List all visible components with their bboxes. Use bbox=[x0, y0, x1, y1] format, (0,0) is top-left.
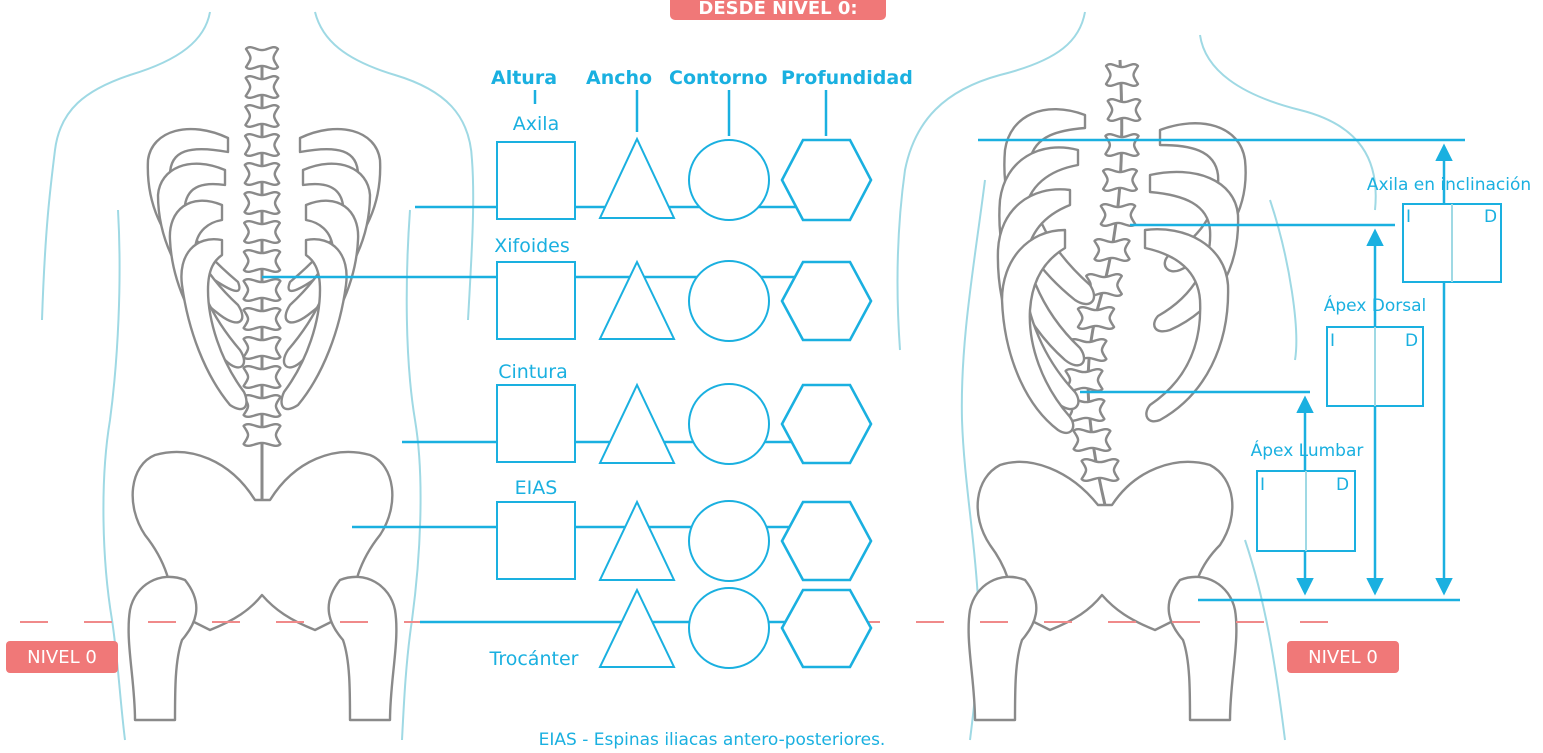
row-trocanter: Trocánter bbox=[420, 588, 871, 670]
header-profundidad: Profundidad bbox=[781, 67, 913, 89]
box-right-label: D bbox=[1336, 475, 1349, 495]
vertebra bbox=[1078, 307, 1114, 329]
vertebra bbox=[246, 47, 278, 69]
ancho-triangle bbox=[600, 502, 674, 580]
vertebra bbox=[245, 134, 279, 156]
label-apex-lumbar: Ápex Lumbar bbox=[1251, 439, 1364, 461]
box-left-label: I bbox=[1330, 331, 1335, 351]
box-left-label: I bbox=[1406, 207, 1411, 227]
level-label-trocanter: Trocánter bbox=[489, 648, 579, 670]
vertebra bbox=[246, 76, 279, 98]
vertebra bbox=[244, 337, 281, 359]
vertebra bbox=[244, 279, 281, 301]
nivel-badge-right: NIVEL 0 bbox=[1287, 641, 1399, 673]
nivel-badge-left: NIVEL 0 bbox=[6, 641, 118, 673]
top-badge-label: DESDE NIVEL 0: bbox=[698, 0, 857, 19]
level-label-xifoides: Xifoides bbox=[494, 235, 570, 257]
vertebra bbox=[245, 192, 280, 214]
vertebra bbox=[1108, 99, 1141, 121]
contorno-circle bbox=[689, 384, 769, 464]
header-contorno: Contorno bbox=[669, 67, 768, 89]
nivel-badge-right-label: NIVEL 0 bbox=[1308, 647, 1378, 668]
vertebra bbox=[244, 366, 281, 388]
profundidad-hexagon bbox=[782, 590, 871, 667]
vertebra bbox=[1103, 169, 1137, 191]
level-label-cintura: Cintura bbox=[498, 361, 568, 383]
label-apex-dorsal: Ápex Dorsal bbox=[1324, 294, 1427, 316]
box-left-label: I bbox=[1260, 475, 1265, 495]
contorno-circle bbox=[689, 261, 769, 341]
altura-square bbox=[497, 262, 575, 339]
row-cintura: Cintura bbox=[402, 361, 871, 464]
vertebra bbox=[1074, 429, 1111, 451]
vertebra bbox=[1082, 459, 1119, 481]
vertebra bbox=[244, 250, 280, 272]
level-label-axila: Axila bbox=[513, 113, 559, 135]
vertebra bbox=[244, 395, 281, 417]
header-altura: Altura bbox=[491, 67, 557, 89]
label-axila-inclinacion: Axila en inclinación bbox=[1367, 175, 1531, 195]
profundidad-hexagon bbox=[782, 140, 871, 220]
vertebra bbox=[1095, 239, 1130, 261]
level-label-eias: EIAS bbox=[515, 477, 558, 499]
row-axila: Axila bbox=[415, 113, 871, 220]
ancho-triangle bbox=[600, 590, 674, 667]
vertebra bbox=[245, 105, 278, 127]
header-ancho: Ancho bbox=[586, 67, 652, 89]
footnote: EIAS - Espinas iliacas antero-posteriore… bbox=[539, 730, 886, 750]
contorno-circle bbox=[689, 140, 769, 220]
profundidad-hexagon bbox=[782, 385, 871, 463]
vertebra bbox=[1105, 134, 1138, 156]
profundidad-hexagon bbox=[782, 502, 871, 580]
profundidad-hexagon bbox=[782, 262, 871, 340]
box-right-label: D bbox=[1484, 207, 1497, 227]
altura-square bbox=[497, 142, 575, 219]
row-eias: EIAS bbox=[352, 477, 871, 581]
box-right-label: D bbox=[1405, 331, 1418, 351]
left-spine bbox=[244, 47, 281, 500]
altura-square bbox=[497, 502, 575, 579]
altura-square bbox=[497, 385, 575, 462]
ancho-triangle bbox=[600, 262, 674, 339]
vertebra bbox=[244, 424, 281, 446]
vertebra bbox=[244, 221, 280, 243]
ancho-triangle bbox=[600, 139, 674, 218]
ancho-triangle bbox=[600, 385, 674, 463]
contorno-circle bbox=[689, 588, 769, 668]
vertebra bbox=[1101, 204, 1135, 226]
top-badge: DESDE NIVEL 0: bbox=[670, 0, 886, 20]
vertebra bbox=[1106, 64, 1138, 86]
vertebra bbox=[244, 308, 281, 330]
nivel-badge-left-label: NIVEL 0 bbox=[27, 647, 97, 668]
vertebra bbox=[245, 163, 279, 185]
contorno-circle bbox=[689, 501, 769, 581]
